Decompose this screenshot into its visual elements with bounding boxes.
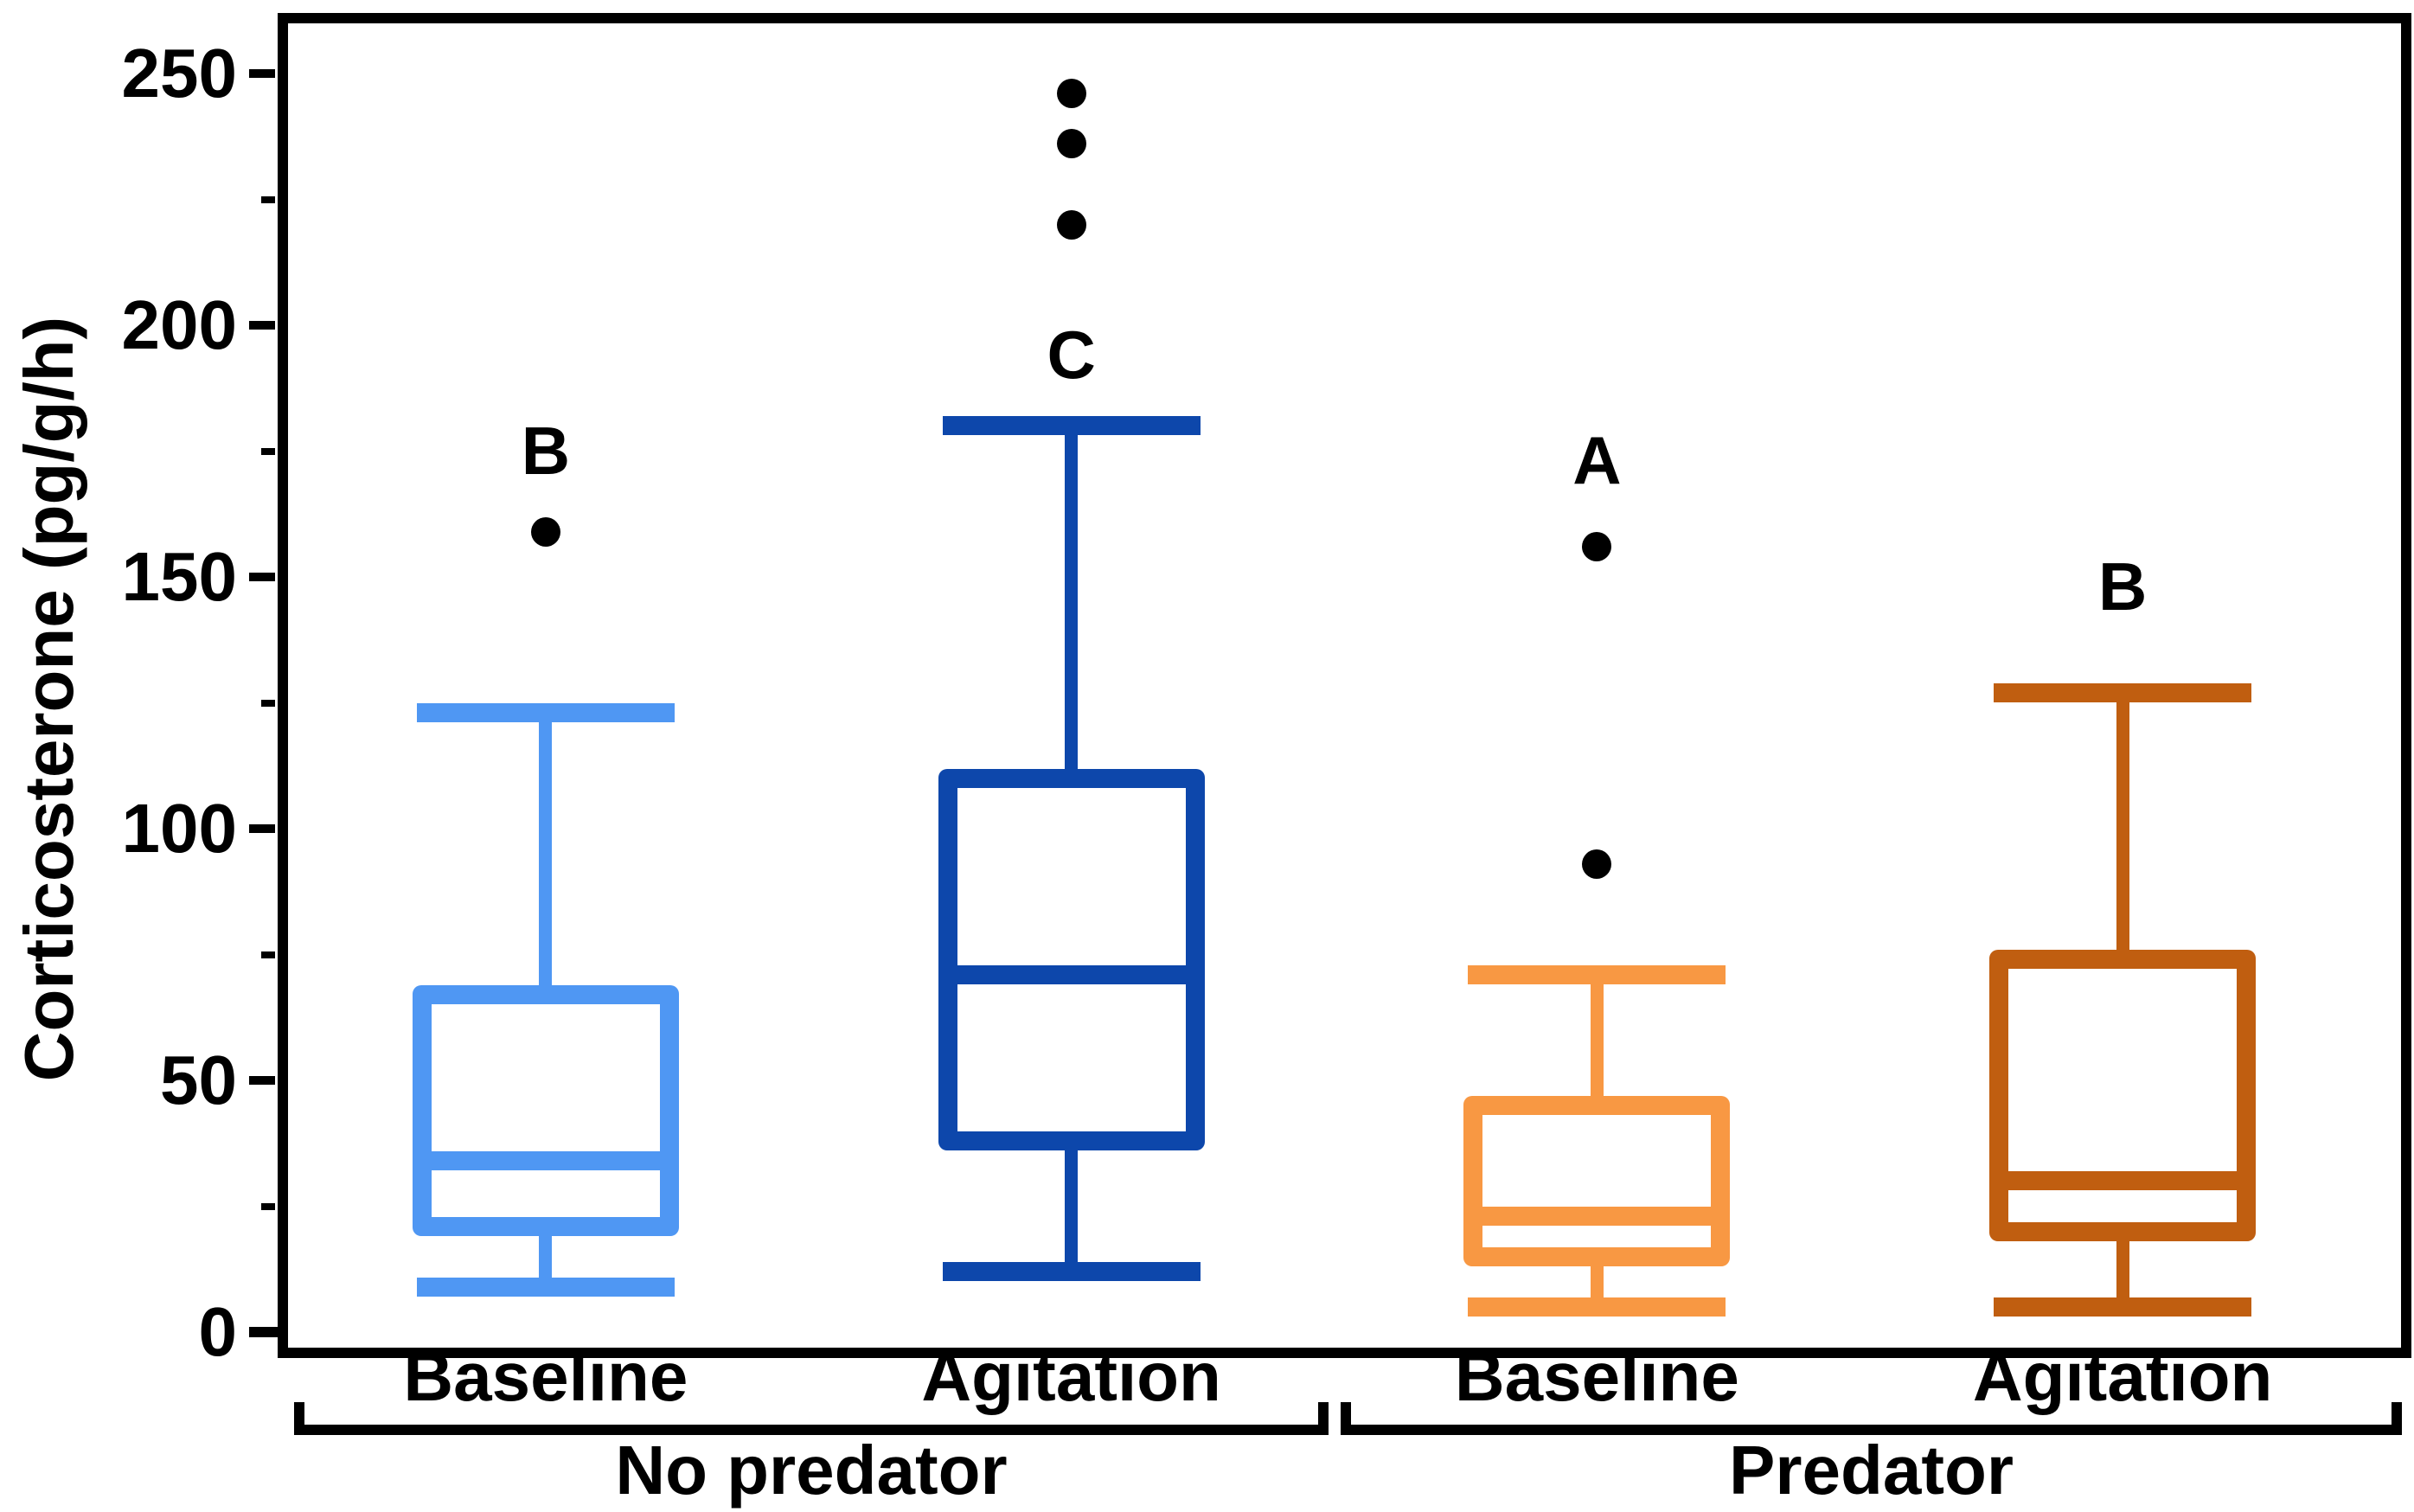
box-whisker-cap-bottom: [1468, 1297, 1726, 1317]
y-axis-tick: [249, 1328, 275, 1336]
box-whisker-cap-bottom: [416, 1277, 675, 1297]
outlier-dot: [1582, 849, 1612, 879]
outlier-dot: [1056, 79, 1086, 109]
group-bracket: [294, 1425, 1329, 1435]
y-axis-tick: [249, 1076, 275, 1085]
y-axis-tick: [249, 573, 275, 581]
y-axis-minor-tick: [261, 951, 275, 958]
outlier-dot: [1582, 532, 1612, 562]
box-median-line: [431, 1151, 660, 1171]
y-axis-tick-label: 50: [160, 1041, 237, 1118]
group-bracket-end-tick: [294, 1402, 304, 1425]
group-bracket: [1341, 1425, 2402, 1435]
y-axis-tick: [249, 824, 275, 833]
box-whisker-cap-top: [942, 416, 1201, 436]
box-whisker-cap-top: [1994, 682, 2252, 702]
box-whisker-cap-bottom: [1994, 1297, 2252, 1317]
box-body: [1463, 1096, 1731, 1266]
x-category-label: Agitation: [921, 1338, 1221, 1415]
x-category-label: Baseline: [403, 1338, 688, 1415]
y-axis-minor-tick: [261, 447, 275, 455]
group-bracket-end-tick: [1318, 1402, 1329, 1425]
plot-frame: [278, 13, 2411, 1358]
y-axis-minor-tick: [261, 1202, 275, 1210]
box-body: [1989, 950, 2257, 1241]
box-median-line: [957, 964, 1186, 984]
box-body: [412, 985, 679, 1236]
box-whisker-cap-bottom: [942, 1262, 1201, 1282]
y-axis-tick: [249, 69, 275, 78]
group-bracket-end-tick: [1341, 1402, 1351, 1425]
x-category-label: Agitation: [1972, 1338, 2273, 1415]
outlier-dot: [530, 516, 560, 547]
y-axis-tick-label: 200: [121, 286, 237, 363]
significance-letter: A: [1572, 422, 1622, 499]
box-median-line: [1482, 1207, 1712, 1227]
y-axis-tick: [249, 321, 275, 330]
y-axis-tick-label: 0: [198, 1293, 238, 1370]
significance-letter: B: [521, 412, 571, 489]
y-axis-minor-tick: [261, 195, 275, 203]
x-category-label: Baseline: [1454, 1338, 1739, 1415]
box-whisker-cap-top: [1468, 964, 1726, 984]
y-axis-tick-label: 250: [121, 35, 237, 112]
group-bracket-end-tick: [2392, 1402, 2402, 1425]
y-axis-minor-tick: [261, 699, 275, 707]
significance-letter: C: [1047, 317, 1096, 394]
y-axis-tick-label: 100: [121, 790, 237, 867]
group-label: No predator: [615, 1432, 1008, 1509]
box-body: [938, 768, 1205, 1150]
box-median-line: [2008, 1171, 2238, 1191]
outlier-dot: [1056, 209, 1086, 240]
significance-letter: B: [2097, 548, 2148, 625]
group-label: Predator: [1729, 1432, 2014, 1509]
y-axis-tick-label: 150: [121, 538, 237, 615]
outlier-dot: [1056, 129, 1086, 159]
box-whisker-cap-top: [416, 703, 675, 723]
